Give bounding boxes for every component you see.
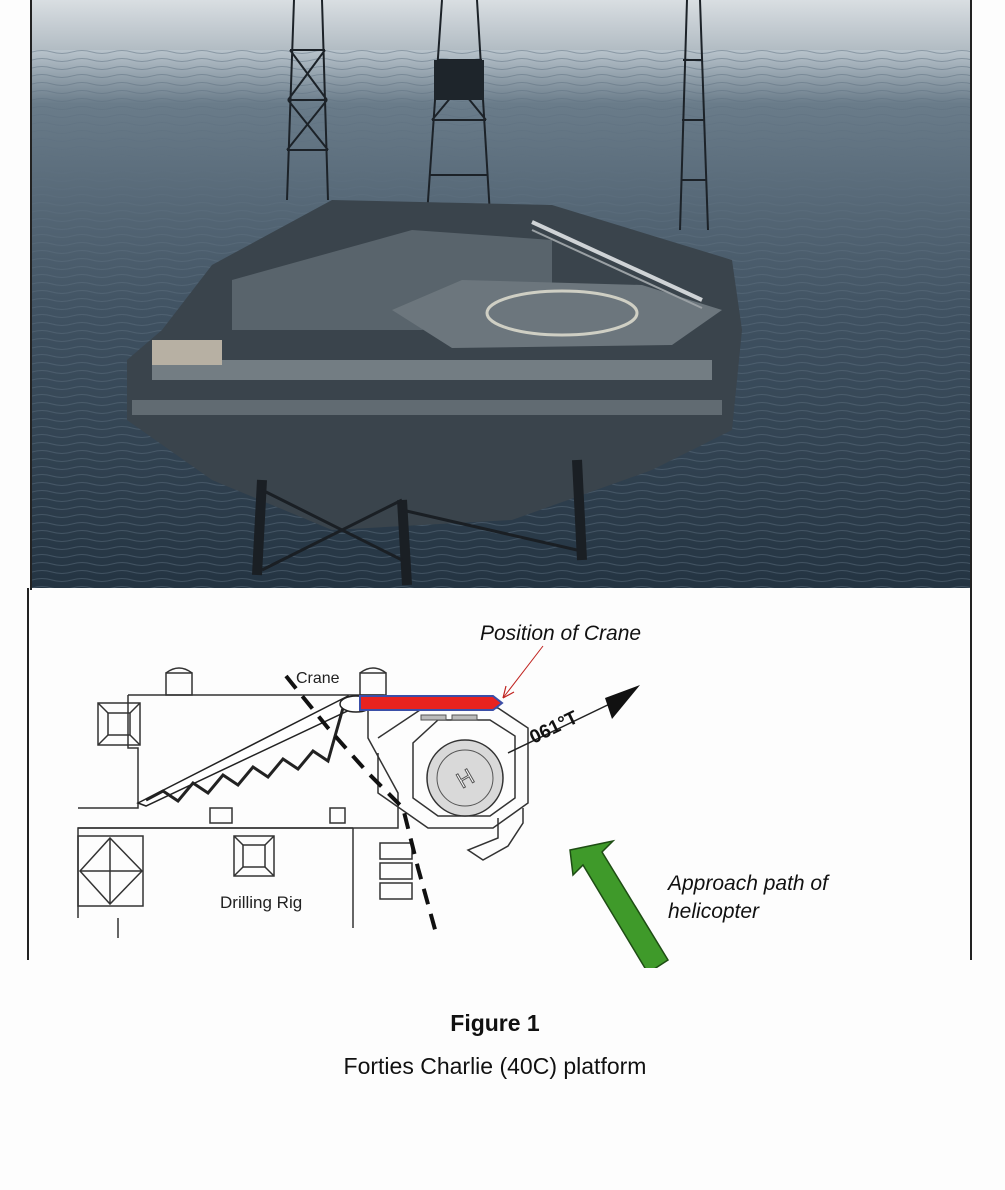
approach-label-line1: Approach path of xyxy=(666,872,830,895)
bearing-label: 061°T xyxy=(527,707,582,748)
crane-position-bar xyxy=(359,695,504,711)
figure-label: Figure 1 xyxy=(450,1010,540,1036)
crane-pointer-line xyxy=(502,645,544,699)
drilling-rig-label: Drilling Rig xyxy=(220,893,302,912)
helideck xyxy=(426,739,504,817)
platform-plan-diagram: Position of Crane xyxy=(28,588,973,975)
approach-label-line2: helicopter xyxy=(668,900,760,923)
crane-boom xyxy=(136,695,373,807)
crane-pointer-arrowhead xyxy=(502,685,515,699)
figure-subtitle: Forties Charlie (40C) platform xyxy=(343,1053,647,1079)
crane-label: Crane xyxy=(296,670,340,687)
dashed-boundary-line xyxy=(284,674,438,934)
bearing-arrowhead xyxy=(605,685,640,719)
position-of-crane-label: Position of Crane xyxy=(480,622,641,645)
approach-arrow xyxy=(569,839,670,975)
bearing-line xyxy=(507,699,619,754)
platform-photo xyxy=(32,0,972,588)
